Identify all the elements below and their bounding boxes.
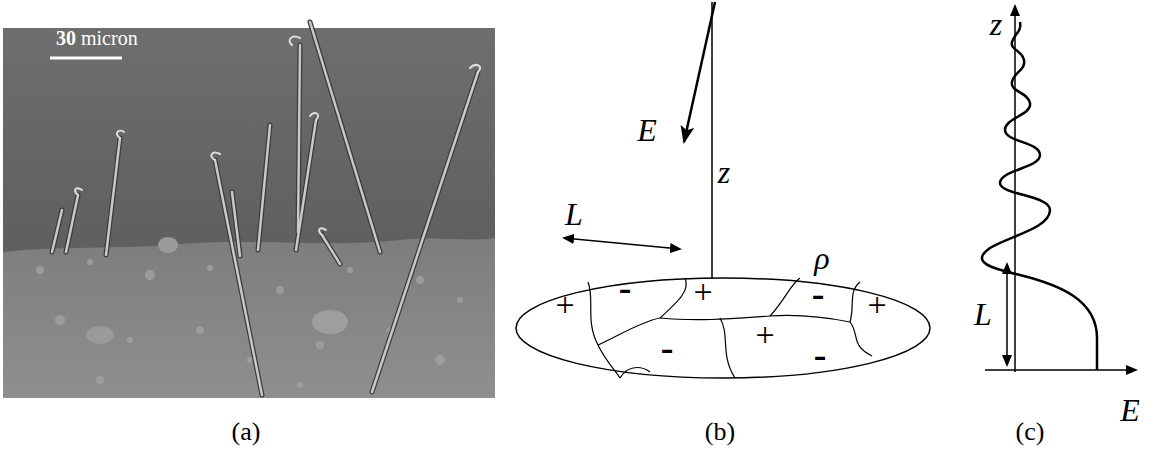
charge-sign: -: [661, 328, 674, 366]
axis-label: z: [718, 156, 730, 188]
scale-unit: micron: [81, 28, 138, 48]
charge-sign: +: [867, 288, 886, 322]
panel-c-plot: [982, 6, 1136, 372]
scale-value: 30: [56, 28, 76, 48]
field-symbol: E: [637, 114, 657, 146]
panel-letter: (b): [705, 419, 735, 445]
panel-letter: (a): [232, 419, 261, 445]
domain-ellipse: +-+-++--: [515, 277, 931, 379]
charge-sign: -: [812, 274, 825, 312]
panel-b-arrows: [564, 2, 826, 296]
charge-sign: -: [619, 268, 632, 306]
panel-letter: (c): [1016, 419, 1045, 445]
length-symbol: L: [974, 298, 992, 330]
sem-photo: [3, 22, 495, 398]
charge-sign: +: [755, 318, 774, 352]
axis-label: E: [1120, 394, 1140, 426]
charge-sign: -: [814, 335, 827, 373]
length-symbol: L: [565, 198, 583, 230]
charge-sign: +: [555, 288, 574, 322]
axis-label: z: [990, 8, 1002, 40]
radius-symbol: ρ: [814, 242, 829, 274]
scale-bar: [50, 57, 122, 60]
charge-sign: +: [693, 275, 712, 309]
